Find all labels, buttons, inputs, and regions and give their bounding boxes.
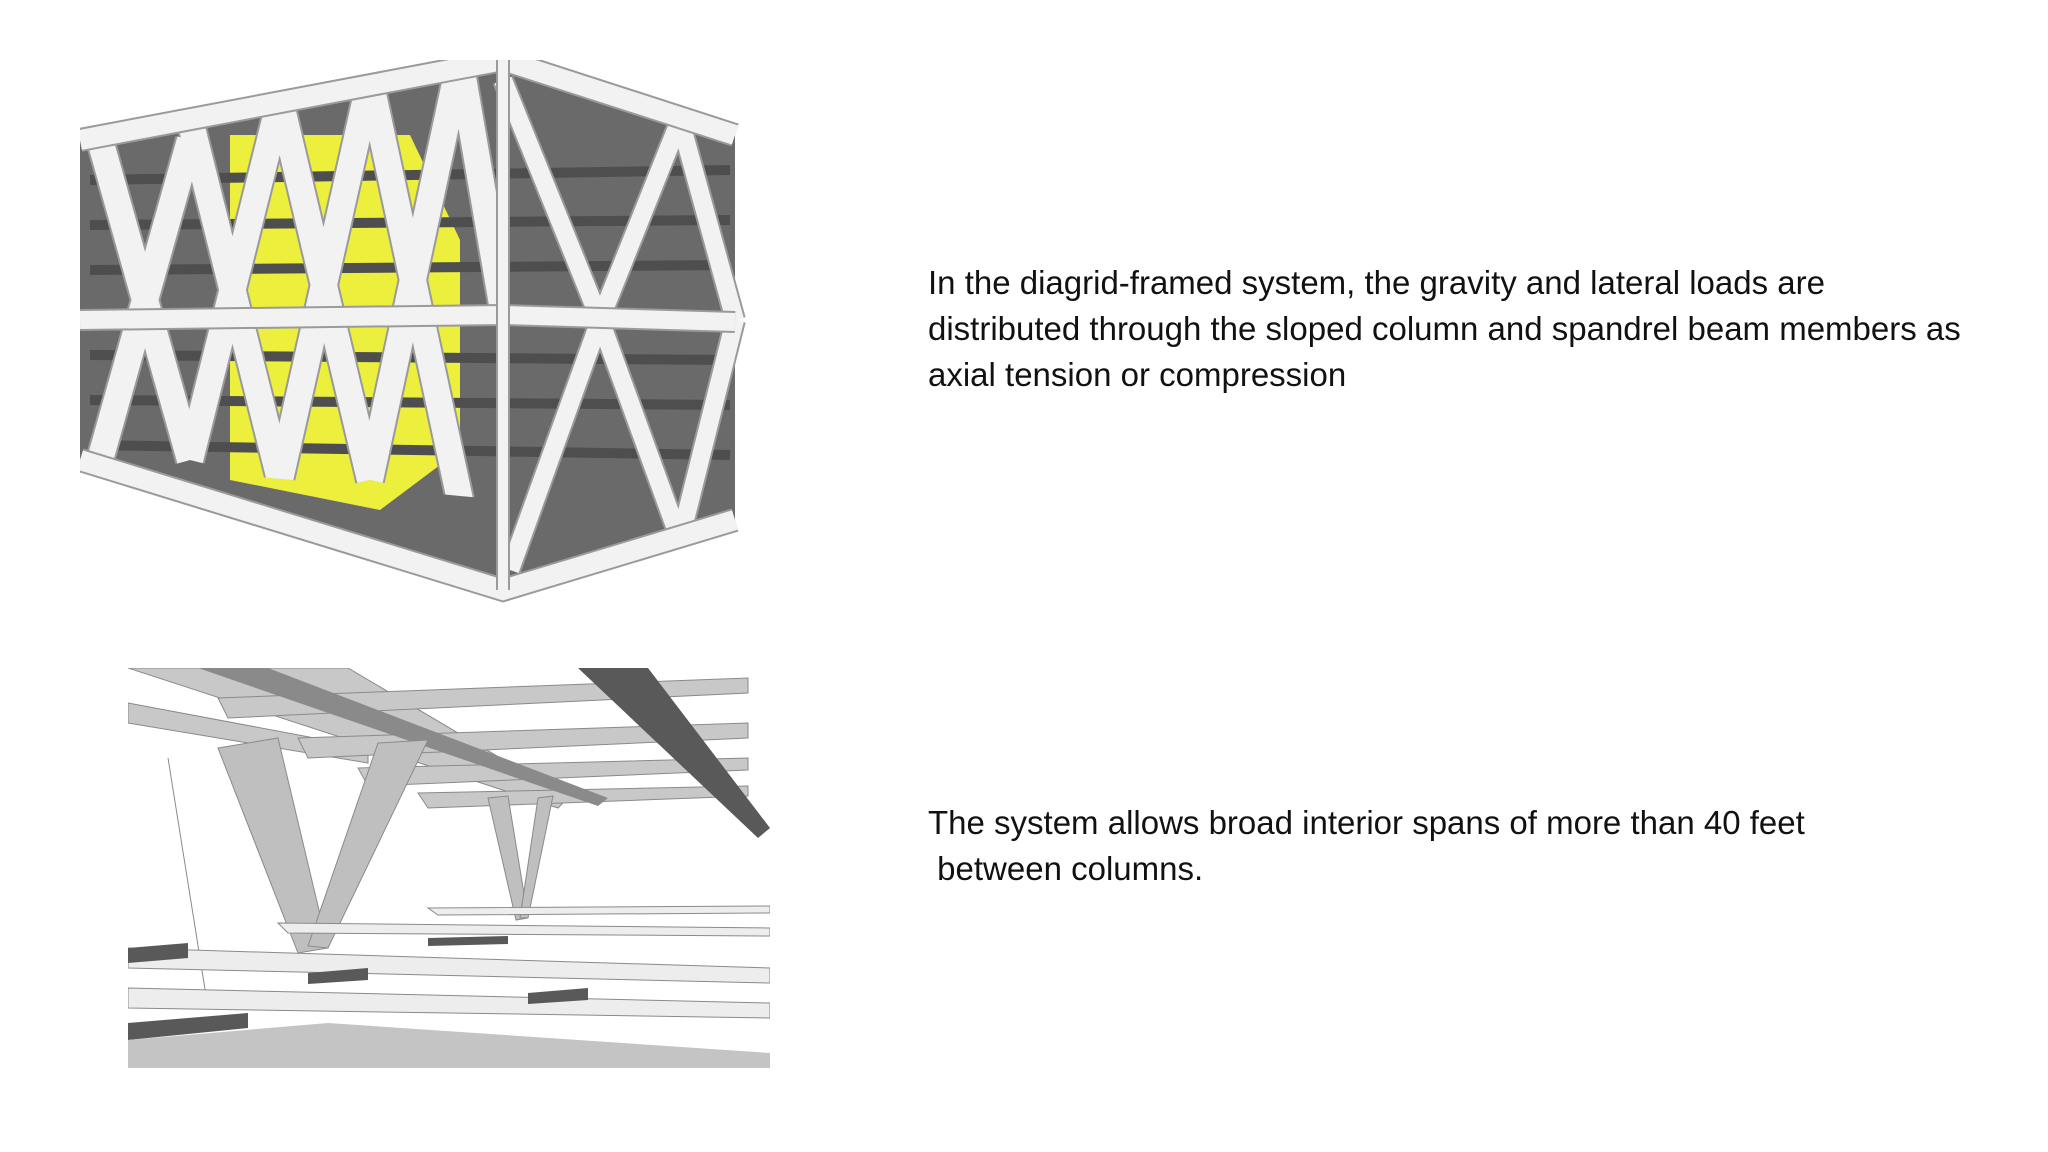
foreground-slab [128,1023,770,1068]
sloped-columns [217,737,554,954]
caption-diagrid-loads: In the diagrid-framed system, the gravit… [928,264,1970,393]
edge-girder [198,668,608,806]
main-girder [578,668,770,838]
interior-span-illustration [128,668,770,1068]
diagrid-frame-illustration [80,60,746,603]
caption-interior-spans: The system allows broad interior spans o… [928,804,1805,887]
